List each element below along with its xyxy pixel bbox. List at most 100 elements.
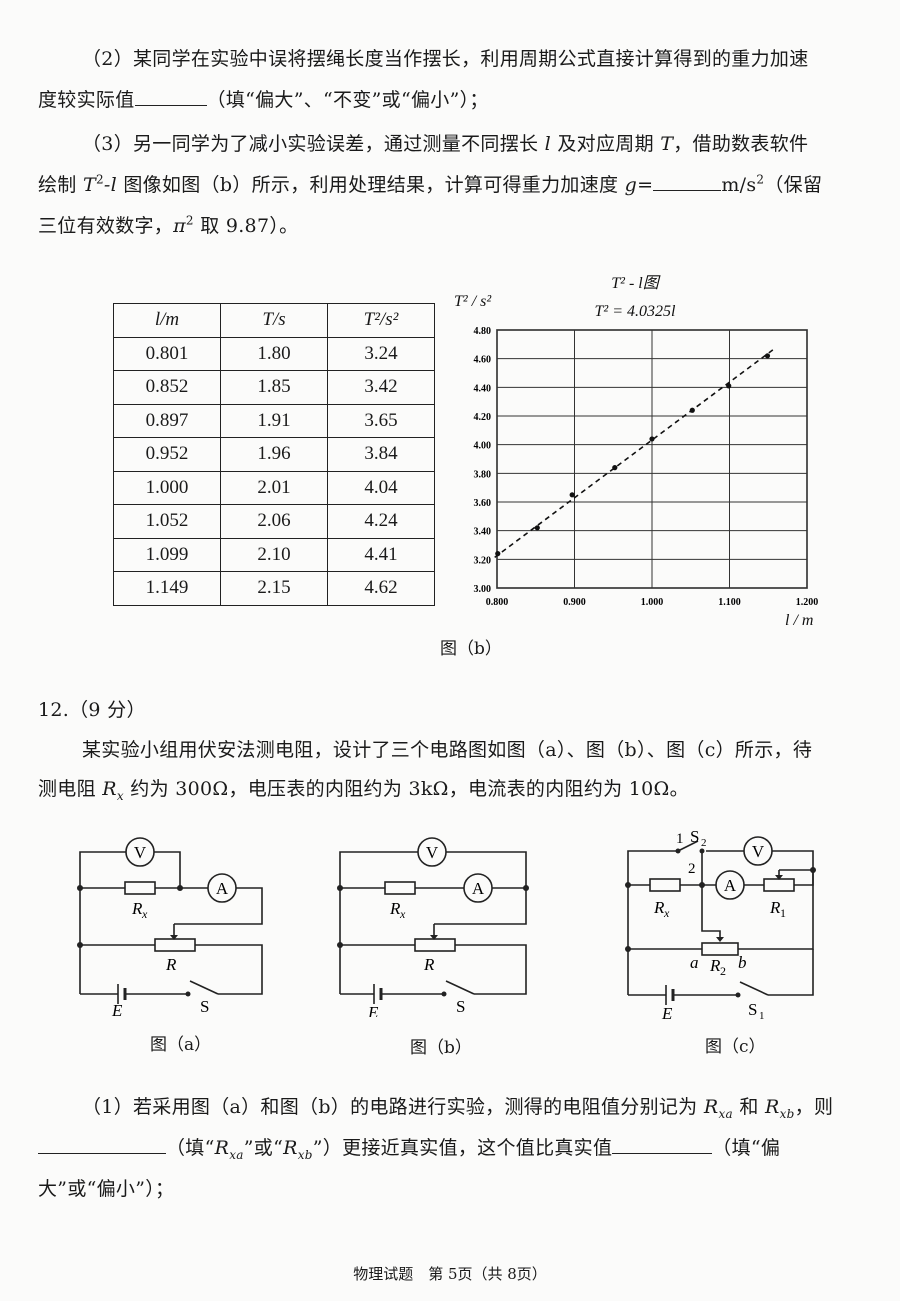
data-point (569, 492, 575, 498)
resistor-r1-icon (763, 878, 795, 892)
table-cell: 1.96 (220, 437, 328, 472)
svg-text:S: S (748, 1000, 757, 1019)
table-cell: 3.42 (327, 370, 435, 405)
data-point (612, 465, 618, 471)
svg-text:1: 1 (759, 1010, 765, 1020)
svg-text:1: 1 (780, 906, 786, 920)
q11-part3-line3: 三位有效数字，π2 取 9.87）。 (38, 213, 299, 237)
data-point (649, 436, 655, 442)
table-cell: 1.099 (113, 537, 221, 572)
y-tick-label: 3.80 (474, 469, 492, 480)
svg-text:x: x (663, 906, 670, 920)
table-header-row: l/m T/s T²/s² (113, 303, 435, 338)
data-point (764, 353, 771, 359)
svg-text:R: R (423, 955, 435, 974)
svg-text:V: V (752, 842, 765, 861)
svg-text:2: 2 (720, 964, 726, 978)
col-header-T2: T²/s² (327, 303, 435, 338)
table-cell: 3.24 (327, 336, 435, 371)
data-point (534, 525, 540, 531)
q12-part1-line1: （1）若采用图（a）和图（b）的电路进行实验，测得的电阻值分别记为 Rxa 和 … (82, 1096, 834, 1121)
x-axis-label: l / m (785, 612, 813, 629)
y-tick-label: 3.00 (474, 584, 492, 595)
rheostat-r2-icon (701, 942, 739, 956)
table-cell: 3.84 (327, 437, 435, 472)
q11-part3-line1: （3）另一同学为了减小实验误差，通过测量不同摆长 l 及对应周期 T，借助数表软… (82, 133, 809, 155)
switch-s2-icon (677, 840, 699, 852)
x-tick-label: 1.000 (641, 597, 664, 608)
table-cell: 0.852 (113, 370, 221, 405)
switch-icon (445, 980, 475, 995)
y-tick-label: 3.20 (474, 555, 492, 566)
switch-s1-icon (739, 981, 769, 996)
q11-part2-line2: 度较实际值（填“偏大”、“不变”或“偏小”）； (38, 87, 489, 111)
table-cell: 1.149 (113, 571, 221, 606)
data-point (726, 383, 732, 389)
svg-text:R: R (165, 955, 177, 974)
q11-part2-line1: （2）某同学在实验中误将摆绳长度当作摆长，利用周期公式直接计算得到的重力加速 (82, 48, 809, 70)
table-cell: 3.65 (327, 403, 435, 438)
answer-blank[interactable] (38, 1135, 166, 1154)
table-cell: 4.62 (327, 571, 435, 606)
table-cell: 4.04 (327, 470, 435, 505)
svg-text:A: A (216, 879, 229, 898)
svg-text:2: 2 (688, 861, 696, 877)
table-cell: 2.15 (220, 571, 328, 606)
chart-equation: T² = 4.0325l (595, 303, 676, 320)
circuit-c-caption: 图（c） (705, 1037, 766, 1057)
voltmeter-icon (417, 837, 447, 867)
page-footer: 物理试题 第 5页（共 8页） (353, 1265, 547, 1283)
answer-blank[interactable] (134, 87, 207, 106)
table-cell: 0.897 (113, 403, 221, 438)
svg-text:S: S (200, 997, 209, 1016)
svg-text:a: a (690, 953, 699, 972)
x-tick-label: 1.100 (718, 597, 741, 608)
svg-text:R: R (653, 898, 665, 917)
svg-text:x: x (141, 907, 148, 921)
table-cell: 1.052 (113, 504, 221, 539)
svg-text:V: V (134, 843, 147, 862)
svg-text:R: R (131, 899, 143, 918)
col-header-T: T/s (220, 303, 328, 338)
table-cell: 2.01 (220, 470, 328, 505)
y-tick-label: 4.20 (474, 412, 492, 423)
table-cell: 1.85 (220, 370, 328, 405)
answer-blank[interactable] (612, 1135, 713, 1154)
data-point (495, 551, 501, 557)
circuit-b: V A R x R E S (337, 837, 529, 1017)
resistor-rx-icon (649, 878, 681, 892)
svg-text:x: x (399, 907, 406, 921)
svg-text:2: 2 (701, 837, 707, 849)
svg-text:A: A (724, 876, 737, 895)
rheostat-icon (414, 938, 456, 952)
x-tick-label: 0.800 (486, 597, 509, 608)
table-cell: 1.91 (220, 403, 328, 438)
voltmeter-icon (125, 837, 155, 867)
y-tick-label: 3.60 (474, 498, 492, 509)
answer-blank[interactable] (653, 172, 722, 191)
x-tick-label: 0.900 (563, 597, 586, 608)
table-cell: 4.24 (327, 504, 435, 539)
svg-text:R: R (389, 899, 401, 918)
svg-text:A: A (472, 879, 485, 898)
data-point (689, 407, 695, 413)
circuit-b-caption: 图（b） (410, 1038, 472, 1058)
y-tick-label: 4.60 (474, 355, 492, 366)
resistor-rx-icon (384, 881, 416, 895)
resistor-rx-icon (124, 881, 156, 895)
x-tick-label: 1.200 (796, 597, 819, 608)
q11-part3-line2: 绘制 T2-l 图像如图（b）所示，利用处理结果，计算可得重力加速度 g=m/s… (38, 172, 823, 196)
svg-text:E: E (111, 1001, 123, 1017)
q12-part1-line2: （填“Rxa”或“Rxb”）更接近真实值，这个值比真实值（填“偏 (38, 1133, 780, 1162)
table-cell: 1.80 (220, 336, 328, 371)
circuit-a-caption: 图（a） (150, 1035, 212, 1055)
q12-heading: 12.（9 分） (38, 699, 146, 721)
